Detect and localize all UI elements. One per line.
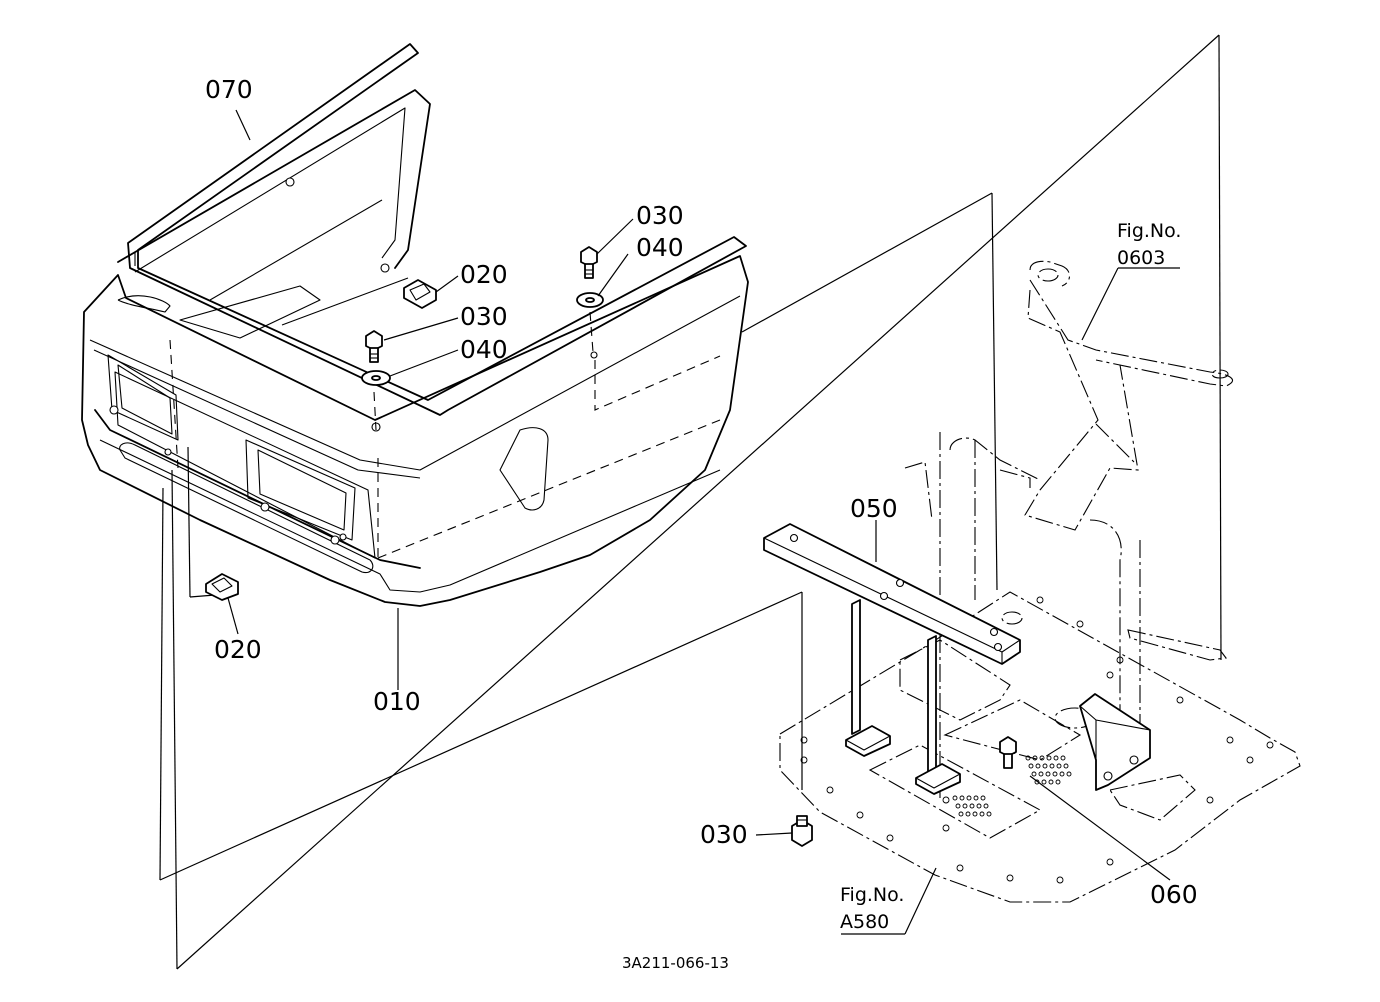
bracket-060 <box>1079 693 1151 791</box>
callout-010: 010 <box>373 687 421 716</box>
washer-040-left <box>361 370 391 386</box>
clip-nut-020-top <box>403 279 437 309</box>
callout-020-top: 020 <box>460 260 508 289</box>
callout-030-c: 030 <box>700 820 748 849</box>
callout-070: 070 <box>205 75 253 104</box>
center-lines <box>373 311 594 431</box>
callout-050: 050 <box>850 494 898 523</box>
floor-plate-holes <box>800 596 1274 884</box>
callout-060: 060 <box>1150 880 1198 909</box>
fig-ref-0603-title: Fig.No. <box>1117 220 1181 242</box>
washer-040-right <box>576 292 604 308</box>
seal-strip-070 <box>127 43 747 416</box>
perforation-patch-2 <box>1025 755 1072 785</box>
callout-030-b: 030 <box>460 302 508 331</box>
reference-frame <box>159 34 1222 970</box>
support-stay-050 <box>763 523 1021 795</box>
clip-nut-020-bottom <box>205 573 239 601</box>
front-grille-010 <box>81 255 749 607</box>
floor-plate-fig-a580 <box>779 432 1301 903</box>
fig-ref-a580-code: A580 <box>840 911 889 933</box>
perforation-patch-1 <box>952 795 992 817</box>
callout-020-bottom: 020 <box>214 635 262 664</box>
bolt-030-left <box>365 330 383 363</box>
callout-030-a: 030 <box>636 201 684 230</box>
bolt-030-floor-right <box>999 736 1017 769</box>
drawing-code: 3A211-066-13 <box>622 954 729 972</box>
figure-reference-a580: Fig.No. A580 <box>840 884 904 933</box>
fig-ref-a580-title: Fig.No. <box>840 884 904 906</box>
callout-040-a: 040 <box>636 233 684 262</box>
fig-ref-0603-code: 0603 <box>1117 247 1165 269</box>
hood-frame <box>117 89 431 339</box>
bracket-fig-0603 <box>1024 260 1233 661</box>
leader-lines <box>227 109 1180 935</box>
bolt-030-right <box>580 246 598 279</box>
figure-reference-0603: Fig.No. 0603 <box>1117 220 1181 269</box>
callout-labels: 070 020 030 040 030 040 020 010 050 030 … <box>205 75 1198 909</box>
bolt-030-floor-left <box>791 815 813 847</box>
callout-040-b: 040 <box>460 335 508 364</box>
